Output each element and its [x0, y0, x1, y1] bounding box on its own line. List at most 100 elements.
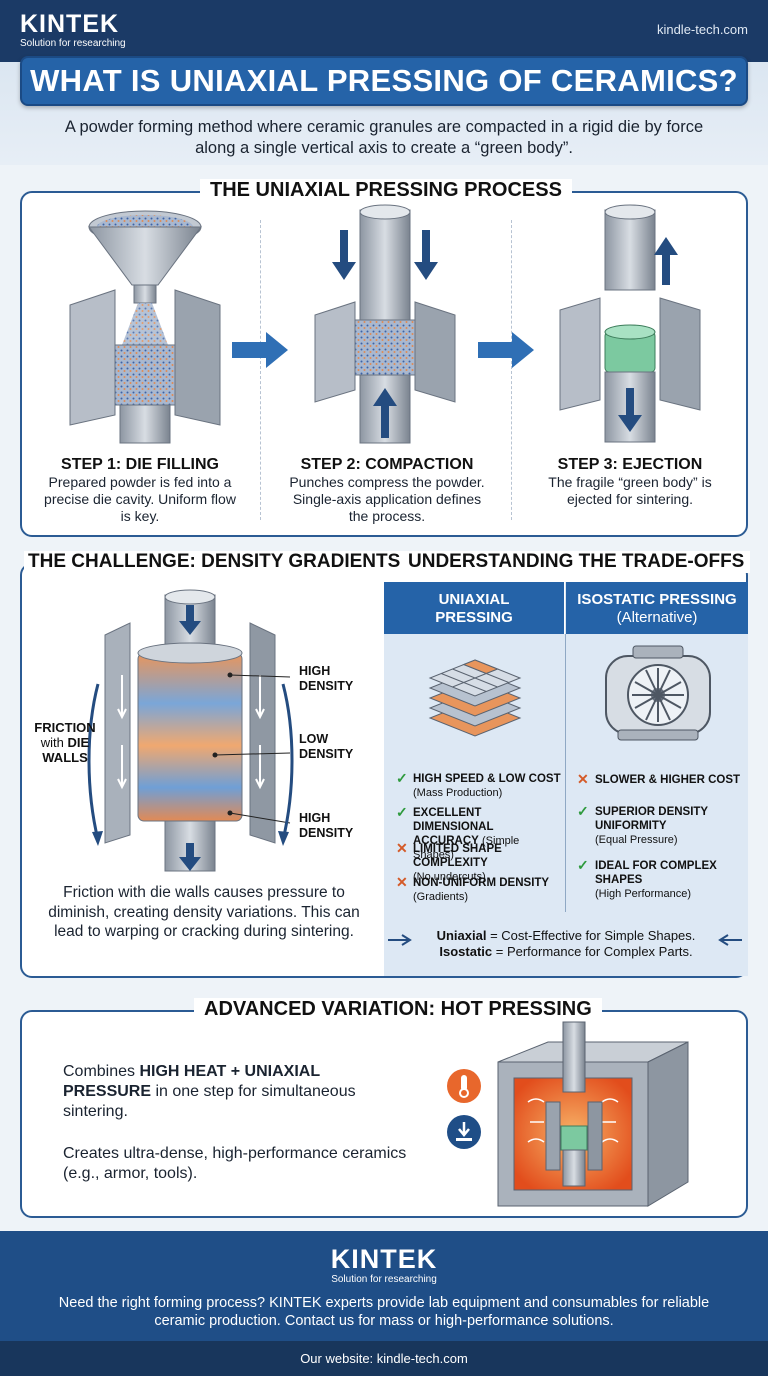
compact-body — [137, 652, 243, 822]
title-banner: WHAT IS UNIAXIAL PRESSING OF CERAMICS? — [20, 56, 748, 106]
uniaxial-point-4: NON-UNIFORM DENSITY (Gradients) — [413, 876, 563, 904]
summary-uniaxial-text: = Cost-Effective for Simple Shapes. — [486, 928, 696, 943]
top-punch-cap — [604, 204, 656, 220]
point-title: EXCELLENT DIMENSIONAL — [413, 807, 494, 833]
point-title-2: UNIFORMITY — [595, 820, 667, 832]
point-title-2: ACCURACY — [413, 835, 479, 847]
friction-walls: WALLS — [42, 750, 88, 765]
process-heading: THE UNIAXIAL PRESSING PROCESS — [200, 179, 572, 202]
die-left-wall — [69, 289, 116, 426]
die-cavity-powder — [114, 344, 176, 406]
die-right-wall — [659, 297, 701, 411]
friction-label: FRICTION with DIE WALLS — [30, 720, 100, 765]
label-density: DENSITY — [299, 826, 354, 840]
leader-dot — [227, 672, 233, 678]
down-arrow-icon — [618, 388, 642, 432]
step-3-text: STEP 3: EJECTION The fragile “green body… — [530, 455, 730, 508]
hot-pressing-paragraph-1: Combines HIGH HEAT + UNIAXIAL PRESSURE i… — [63, 1062, 393, 1122]
down-arrow-icon — [332, 230, 356, 280]
check-icon: ✓ — [577, 857, 589, 873]
top-punch — [604, 209, 656, 291]
pressure-icon — [447, 1115, 481, 1149]
footer-tagline: Solution for researching — [331, 1274, 437, 1285]
isostatic-chamber-icon — [605, 645, 711, 741]
leader-line — [214, 674, 291, 824]
label-density: DENSITY — [299, 679, 354, 693]
die-filling-illustration — [69, 210, 221, 444]
low-density-label: LOW DENSITY — [299, 732, 353, 762]
isostatic-column-header: ISOSTATIC PRESSING (Alternative) — [566, 582, 748, 634]
friction-arrow-icon — [255, 675, 265, 790]
step-2-text: STEP 2: COMPACTION Punches compress the … — [282, 455, 492, 525]
point-note: (High Performance) — [595, 888, 691, 900]
isostatic-point-1: SLOWER & HIGHER COST — [595, 773, 745, 787]
bottom-punch — [562, 1149, 586, 1187]
arrow-right-icon — [478, 332, 534, 368]
step-2-desc: Punches compress the powder. Single-axis… — [289, 474, 485, 524]
high-density-top-label: HIGH DENSITY — [299, 664, 353, 694]
hot-p1-end: in one step for simultaneous sintering. — [63, 1083, 356, 1120]
tradeoffs-table — [384, 582, 748, 976]
isostatic-point-3: IDEAL FOR COMPLEX SHAPES (High Performan… — [595, 859, 745, 901]
check-icon: ✓ — [396, 804, 408, 820]
point-title: NON-UNIFORM DENSITY — [413, 877, 550, 889]
thermometer-icon — [447, 1069, 481, 1103]
uniaxial-point-1: HIGH SPEED & LOW COST (Mass Production) — [413, 772, 563, 800]
point-title: SUPERIOR DENSITY — [595, 806, 709, 818]
die-right-wall — [414, 301, 456, 403]
furnace-side — [647, 1041, 689, 1207]
hot-pressed-body — [560, 1125, 588, 1151]
die-right — [587, 1101, 603, 1171]
chamber-top — [632, 645, 684, 659]
isostatic-head-line-2: (Alternative) — [616, 609, 698, 626]
point-note: (No undercuts) — [413, 871, 486, 883]
tradeoffs-heading: UNDERSTANDING THE TRADE-OFFS — [402, 551, 751, 573]
friction-with: with — [40, 735, 64, 750]
top-punch — [359, 209, 411, 321]
uniaxial-point-2: EXCELLENT DIMENSIONAL ACCURACY (Simple S… — [413, 806, 563, 862]
point-note: (Equal Pressure) — [595, 834, 678, 846]
label-high: HIGH — [299, 664, 331, 678]
hot-p1-start: Combines — [63, 1063, 140, 1080]
isostatic-head-line-1: ISOSTATIC PRESSING — [577, 591, 737, 608]
point-title: HIGH SPEED & LOW COST — [413, 773, 561, 785]
brand-tagline: Solution for researching — [20, 38, 126, 49]
compaction-illustration — [314, 204, 456, 444]
powder-stream — [122, 303, 168, 345]
check-icon: ✓ — [577, 803, 589, 819]
hot-press-furnace-illustration — [497, 1021, 689, 1207]
brand-logo: KINTEK Solution for researching — [20, 10, 126, 50]
cross-icon: ✕ — [396, 874, 408, 890]
point-note: (Gradients) — [413, 891, 469, 903]
hopper-nozzle — [133, 284, 157, 304]
uniaxial-column-header: UNIAXIAL PRESSING — [384, 582, 565, 634]
die-outer-wall — [104, 622, 131, 844]
cross-icon: ✕ — [396, 840, 408, 856]
compact-top — [137, 642, 243, 664]
tile-stack — [428, 659, 522, 737]
step-3-desc: The fragile “green body” is ejected for … — [548, 474, 712, 507]
leader-dot — [212, 752, 218, 758]
top-punch-cap — [359, 204, 411, 220]
page-title: WHAT IS UNIAXIAL PRESSING OF CERAMICS? — [30, 63, 738, 98]
step-1-text: STEP 1: DIE FILLING Prepared powder is f… — [40, 455, 240, 525]
site-link[interactable]: kindle-tech.com — [656, 22, 748, 37]
summary-isostatic-text: = Performance for Complex Parts. — [492, 944, 693, 959]
footer-website-link[interactable]: Our website: kindle-tech.com — [300, 1351, 468, 1366]
step-divider — [260, 220, 261, 520]
down-arrow-icon — [179, 843, 201, 871]
friction-word: FRICTION — [34, 720, 96, 735]
friction-curve-arrow-icon — [87, 683, 103, 846]
summary-arrow-left-icon — [718, 934, 742, 946]
footer-bottom-bar — [0, 1341, 768, 1376]
die-left-wall — [314, 301, 356, 403]
compacted-powder — [354, 319, 416, 376]
ejection-illustration — [559, 204, 701, 443]
friction-curve-arrow-icon — [278, 683, 294, 846]
footer-brand: KINTEK — [330, 1244, 438, 1274]
step-1-desc: Prepared powder is fed into a precise di… — [44, 474, 236, 524]
die-left — [545, 1101, 561, 1171]
isostatic-point-2: SUPERIOR DENSITY UNIFORMITY (Equal Press… — [595, 805, 745, 847]
turbine-blades — [632, 668, 684, 722]
green-body-top — [604, 324, 656, 340]
